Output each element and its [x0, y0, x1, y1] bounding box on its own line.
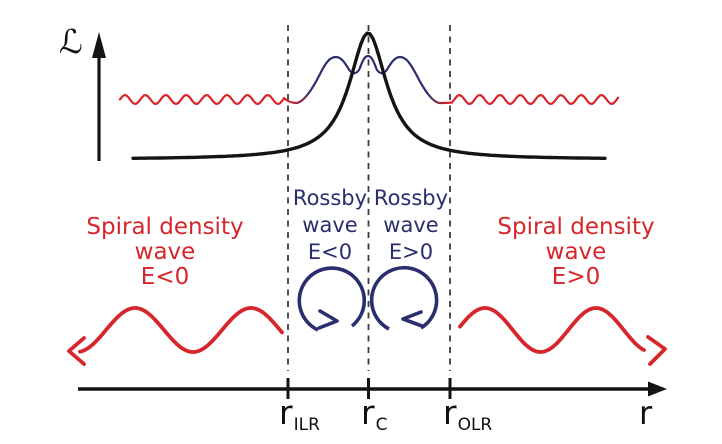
red-wave-top-left [118, 93, 286, 106]
annotation-line: E<0 [140, 264, 190, 290]
annotation-line: wave [383, 213, 439, 237]
annotation-line: E>0 [388, 240, 434, 264]
lorentzian-curve [131, 31, 607, 160]
circulation-right-circle [369, 265, 439, 331]
y-axis-arrowhead-icon [92, 32, 106, 58]
annotation-spiral-right: Spiral density wave E>0 [481, 215, 671, 290]
spiral-wave-left [78, 306, 284, 354]
tick-label-ilr: rILR [279, 396, 320, 435]
annotation-rossby-left: Rossby wave E<0 [270, 185, 390, 266]
tick-label-olr: rOLR [443, 396, 493, 435]
circulation-left-arrowhead-icon [317, 309, 339, 330]
annotation-line: wave [134, 239, 196, 265]
x-axis-arrowhead-icon [648, 381, 667, 397]
annotation-spiral-left: Spiral density wave E<0 [70, 215, 260, 290]
annotation-line: Rossby [373, 186, 449, 210]
x-axis-label: r [639, 394, 653, 432]
red-wave-top-right [450, 93, 620, 106]
annotation-line: wave [302, 213, 358, 237]
y-axis-label: ℒ [59, 22, 83, 61]
annotation-line: Rossby [292, 186, 368, 210]
annotation-rossby-right: Rossby wave E>0 [351, 185, 471, 266]
annotation-line: Spiral density [86, 214, 244, 240]
circulation-left-circle [297, 266, 367, 332]
spiral-wave-right-arrowhead-icon [646, 335, 667, 366]
annotation-line: E<0 [307, 240, 353, 264]
tick-base: r [279, 393, 293, 432]
tick-base: r [361, 393, 375, 432]
spiral-wave-left-arrowhead-icon [67, 336, 86, 366]
tick-subscript: OLR [457, 415, 493, 435]
circulation-right-arrowhead-icon [401, 310, 424, 328]
annotation-line: Spiral density [497, 214, 655, 240]
annotation-line: wave [545, 239, 607, 265]
tick-base: r [443, 393, 457, 432]
rossby-wave-packet [282, 54, 454, 105]
annotation-line: E>0 [551, 264, 601, 290]
spiral-wave-right [458, 306, 646, 354]
tick-subscript: ILR [293, 415, 320, 435]
tick-subscript: C [375, 415, 388, 435]
tick-label-corotation: rC [361, 396, 388, 435]
